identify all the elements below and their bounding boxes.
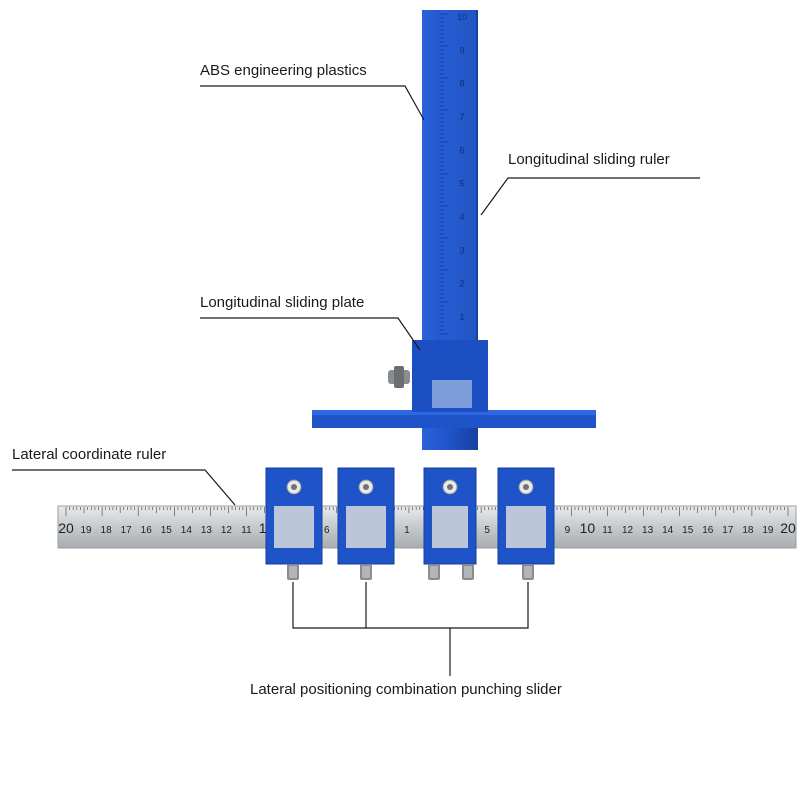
longitudinal-ruler-label: Longitudinal sliding ruler (508, 151, 670, 168)
ruler-number: 19 (80, 525, 92, 536)
ruler-number: 11 (602, 525, 613, 536)
ruler-number: 17 (722, 525, 734, 536)
abs-callout-line (200, 85, 425, 121)
ruler-number: 5 (484, 525, 490, 536)
ruler-number: 15 (682, 525, 694, 536)
slider-bracket-line (292, 582, 529, 629)
lateral-ruler-label: Lateral coordinate ruler (12, 446, 167, 463)
long-plate-callout-line (200, 317, 421, 351)
ruler-number: 1 (404, 525, 410, 536)
vertical-number: 6 (459, 145, 464, 155)
ruler-number: 20 (780, 520, 796, 536)
punching-sliders (265, 467, 555, 580)
vertical-number: 2 (459, 279, 464, 289)
ruler-number: 17 (121, 525, 133, 536)
ruler-number: 13 (642, 525, 654, 536)
ruler-number: 12 (221, 525, 233, 536)
ruler-number: 14 (181, 525, 193, 536)
ruler-number: 19 (762, 525, 774, 536)
ruler-number: 15 (161, 525, 173, 536)
lateral-callout-line (12, 469, 236, 506)
vertical-number: 4 (459, 212, 464, 222)
crossbar (312, 410, 596, 428)
ruler-number: 9 (565, 525, 571, 536)
punching-slider (497, 467, 555, 580)
vertical-number: 1 (459, 312, 464, 322)
long-ruler-callout-line (480, 177, 700, 216)
punching-slider (265, 467, 323, 580)
longitudinal-plate-label: Longitudinal sliding plate (200, 294, 365, 311)
ruler-number: 13 (201, 525, 213, 536)
vertical-number: 3 (459, 245, 464, 255)
punching-slider (337, 467, 395, 580)
vertical-number: 9 (459, 45, 464, 55)
callout-lines (12, 85, 700, 676)
vertical-number: 8 (459, 79, 464, 89)
ruler-number: 18 (742, 525, 754, 536)
ruler-number: 11 (241, 525, 252, 536)
punching-slider (423, 467, 477, 580)
vertical-ruler-ticks: 10 9 8 7 6 5 4 3 2 1 (440, 12, 467, 335)
ruler-number: 18 (101, 525, 113, 536)
vertical-number: 7 (459, 112, 464, 122)
abs-label: ABS engineering plastics (200, 62, 367, 79)
vertical-number: 5 (459, 179, 464, 189)
ruler-number: 6 (324, 525, 330, 536)
ruler-number: 10 (580, 520, 596, 536)
ruler-number: 14 (662, 525, 674, 536)
ruler-number: 12 (622, 525, 634, 536)
ruler-number: 20 (58, 520, 74, 536)
slider-label: Lateral positioning combination punching… (250, 681, 562, 698)
ruler-number: 16 (702, 525, 714, 536)
vertical-number: 10 (457, 12, 467, 22)
ruler-number: 16 (141, 525, 153, 536)
longitudinal-sliding-plate (388, 340, 488, 412)
